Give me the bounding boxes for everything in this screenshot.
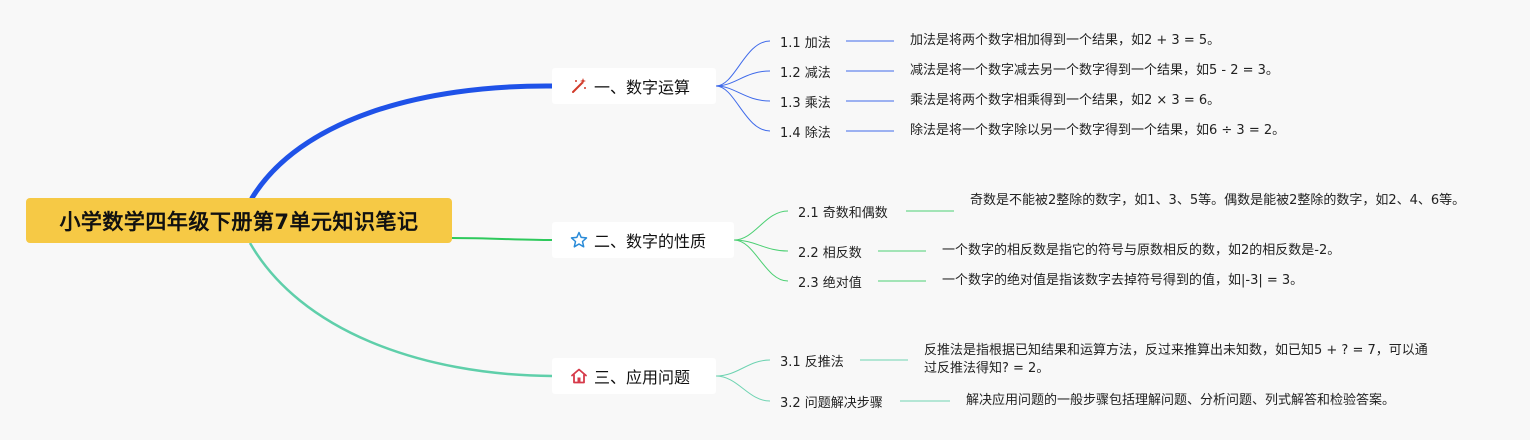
branch-1-title: 一、数字运算 bbox=[594, 78, 691, 97]
branch-3-title: 三、应用问题 bbox=[594, 368, 691, 387]
subtopic-3-2-description[interactable]: 解决应用问题的一般步骤包括理解问题、分析问题、列式解答和检验答案。 bbox=[966, 393, 1396, 408]
branch-topic-3[interactable]: 三、应用问题 bbox=[552, 358, 716, 394]
subtopic-3-2[interactable]: 3.2 问题解决步骤 bbox=[780, 396, 883, 411]
subtopic-2-2-description[interactable]: 一个数字的相反数是指它的符号与原数相反的数，如2的相反数是-2。 bbox=[942, 243, 1341, 258]
branch-3-to-item-2-line bbox=[715, 375, 771, 402]
home-icon bbox=[570, 367, 588, 385]
root-topic[interactable]: 小学数学四年级下册第7单元知识笔记 bbox=[26, 198, 452, 243]
branch-1-to-item-4-line bbox=[715, 85, 771, 132]
subtopic-1-1-description[interactable]: 加法是将两个数字相加得到一个结果，如2 + 3 = 5。 bbox=[910, 33, 1221, 48]
branch-2-to-item-1-line bbox=[733, 210, 789, 241]
branch-topic-1[interactable]: 一、数字运算 bbox=[552, 68, 716, 104]
root-topic-title: 小学数学四年级下册第7单元知识笔记 bbox=[59, 209, 419, 234]
subtopic-2-1-description[interactable]: 奇数是不能被2整除的数字，如1、3、5等。偶数是能被2整除的数字，如2、4、6等… bbox=[970, 193, 1466, 208]
subtopic-1-3-description[interactable]: 乘法是将两个数字相乘得到一个结果，如2 × 3 = 6。 bbox=[910, 93, 1221, 108]
subtopic-3-1-description[interactable]: 反推法是指根据已知结果和运算方法，反过来推算出未知数，如已知5 + ? = 7，… bbox=[924, 343, 1428, 376]
branch-topic-2[interactable]: 二、数字的性质 bbox=[552, 222, 734, 258]
subtopic-1-2[interactable]: 1.2 减法 bbox=[780, 66, 831, 81]
subtopic-2-1[interactable]: 2.1 奇数和偶数 bbox=[798, 206, 888, 221]
subtopic-1-1[interactable]: 1.1 加法 bbox=[780, 36, 831, 51]
branch-2-title: 二、数字的性质 bbox=[594, 232, 707, 251]
magic-wand-icon bbox=[570, 77, 588, 95]
star-icon bbox=[570, 231, 588, 249]
root-to-branch-1-line bbox=[249, 83, 555, 201]
subtopic-3-1[interactable]: 3.1 反推法 bbox=[780, 355, 844, 370]
branch-1-to-item-2-line bbox=[715, 70, 771, 87]
root-to-branch-2-line bbox=[451, 237, 553, 241]
branch-1-to-item-1-line bbox=[715, 40, 771, 87]
branch-2-to-item-3-line bbox=[733, 239, 789, 282]
root-to-branch-3-line bbox=[248, 242, 553, 378]
subtopic-1-3[interactable]: 1.3 乘法 bbox=[780, 96, 831, 111]
subtopic-2-3[interactable]: 2.3 绝对值 bbox=[798, 276, 862, 291]
subtopic-1-4[interactable]: 1.4 除法 bbox=[780, 126, 831, 141]
branch-3-to-item-1-line bbox=[715, 359, 771, 377]
subtopic-2-2[interactable]: 2.2 相反数 bbox=[798, 246, 862, 261]
subtopic-1-2-description[interactable]: 减法是将一个数字减去另一个数字得到一个结果，如5 - 2 = 3。 bbox=[910, 63, 1279, 78]
subtopic-1-4-description[interactable]: 除法是将一个数字除以另一个数字得到一个结果，如6 ÷ 3 = 2。 bbox=[910, 123, 1286, 138]
subtopic-2-3-description[interactable]: 一个数字的绝对值是指该数字去掉符号得到的值，如|-3| = 3。 bbox=[942, 273, 1304, 288]
